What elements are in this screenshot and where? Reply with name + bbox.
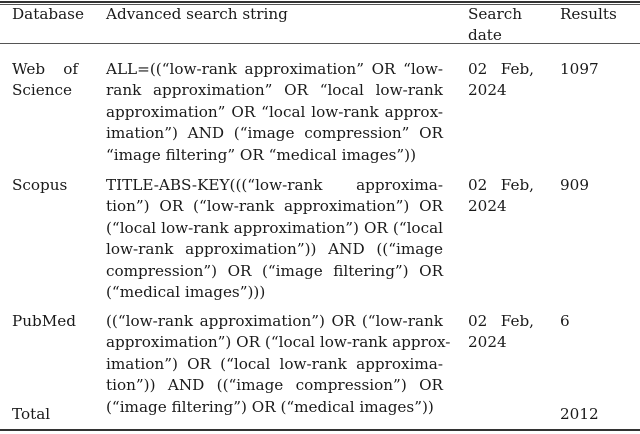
row-scopus-results: 909: [560, 176, 589, 194]
header-search-date: Search date: [468, 5, 522, 45]
row-scopus-database: Scopus: [12, 176, 68, 194]
header-search-string: Advanced search string: [106, 5, 288, 23]
header-results: Results: [560, 5, 617, 23]
row-scopus-search-date: 02 Feb, 2024: [468, 176, 534, 216]
total-label: Total: [12, 405, 51, 423]
top-rule: [0, 1, 640, 3]
row-scopus-search-string: TITLE-ABS-KEY(((“low-rank approxima- tio…: [106, 176, 443, 301]
bottom-rule: [0, 429, 640, 431]
header-rule: [0, 43, 640, 44]
row-pubmed-results: 6: [560, 312, 570, 330]
top-rule-inner: [0, 4, 640, 5]
row-wos-search-string: ALL=((“low-rank approximation” OR “low- …: [106, 60, 443, 164]
row-pubmed-search-string: ((“low-rank approximation”) OR (“low-ran…: [106, 312, 451, 416]
row-wos-results: 1097: [560, 60, 599, 78]
header-database: Database: [12, 5, 84, 23]
row-wos-database: Web of Science: [12, 60, 78, 100]
row-pubmed-search-date: 02 Feb, 2024: [468, 312, 534, 352]
total-results: 2012: [560, 405, 599, 423]
row-pubmed-database: PubMed: [12, 312, 76, 330]
row-wos-search-date: 02 Feb, 2024: [468, 60, 534, 100]
